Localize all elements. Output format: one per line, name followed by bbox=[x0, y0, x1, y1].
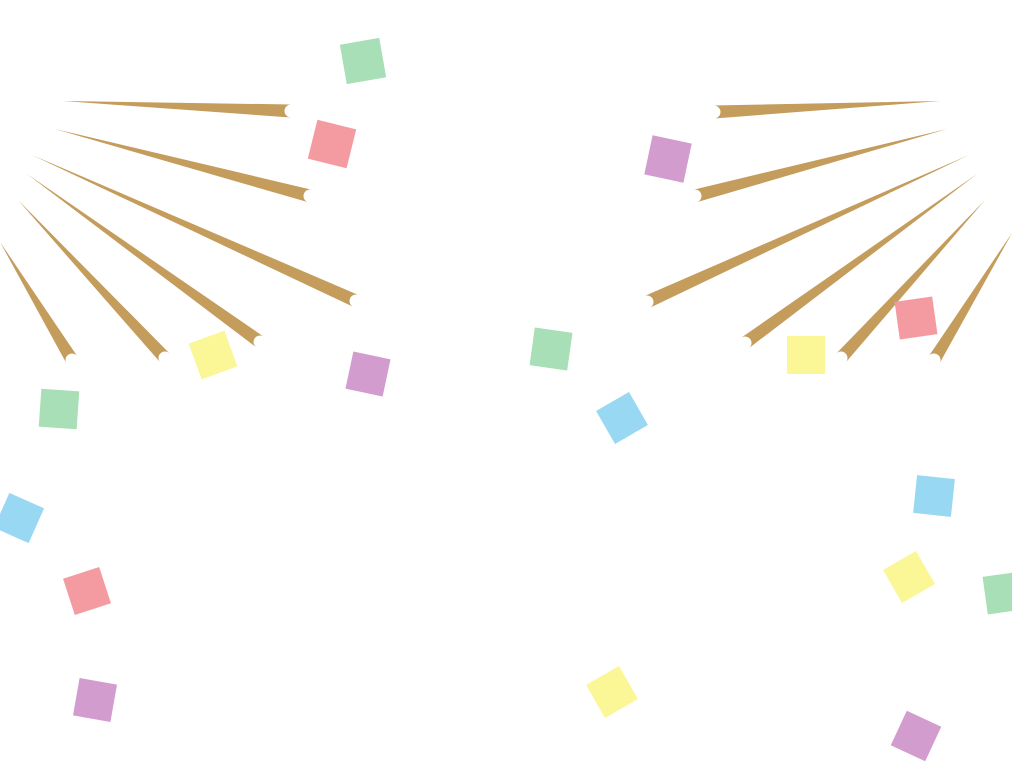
burst-left-ray-6 bbox=[0, 242, 78, 364]
burst-right-ray-4 bbox=[741, 174, 977, 349]
burst-left-ray-4 bbox=[27, 174, 264, 348]
burst-right-ray-6 bbox=[928, 233, 1012, 364]
confetti-square-14 bbox=[883, 551, 935, 603]
burst-right-icon bbox=[644, 101, 1012, 364]
burst-left-ray-1 bbox=[63, 101, 292, 118]
confetti-square-12 bbox=[913, 475, 955, 517]
burst-right-ray-1 bbox=[713, 101, 940, 119]
confetti-square-11 bbox=[0, 492, 45, 544]
confetti-square-2 bbox=[307, 119, 357, 169]
confetti-square-8 bbox=[894, 296, 938, 340]
burst-left-ray-5 bbox=[18, 200, 170, 363]
confetti-square-4 bbox=[188, 330, 238, 380]
confetti-square-3 bbox=[644, 135, 692, 183]
burst-right-ray-2 bbox=[693, 129, 947, 203]
confetti-square-6 bbox=[529, 327, 573, 371]
confetti-square-17 bbox=[586, 666, 638, 718]
burst-right-ray-5 bbox=[836, 200, 985, 363]
confetti-square-9 bbox=[38, 388, 80, 430]
confetti-layer bbox=[0, 37, 1012, 762]
confetti-square-15 bbox=[982, 571, 1012, 615]
burst-left-ray-3 bbox=[32, 155, 359, 307]
confetti-square-13 bbox=[63, 567, 111, 615]
burst-right-ray-3 bbox=[644, 155, 969, 308]
confetti-square-18 bbox=[890, 710, 942, 762]
confetti-square-5 bbox=[345, 351, 391, 397]
burst-left-icon bbox=[0, 101, 359, 364]
burst-left-ray-2 bbox=[55, 129, 312, 203]
confetti-square-16 bbox=[72, 677, 118, 723]
confetti-square-7 bbox=[787, 336, 825, 374]
confetti-square-1 bbox=[339, 37, 387, 85]
confetti-square-10 bbox=[596, 392, 648, 444]
